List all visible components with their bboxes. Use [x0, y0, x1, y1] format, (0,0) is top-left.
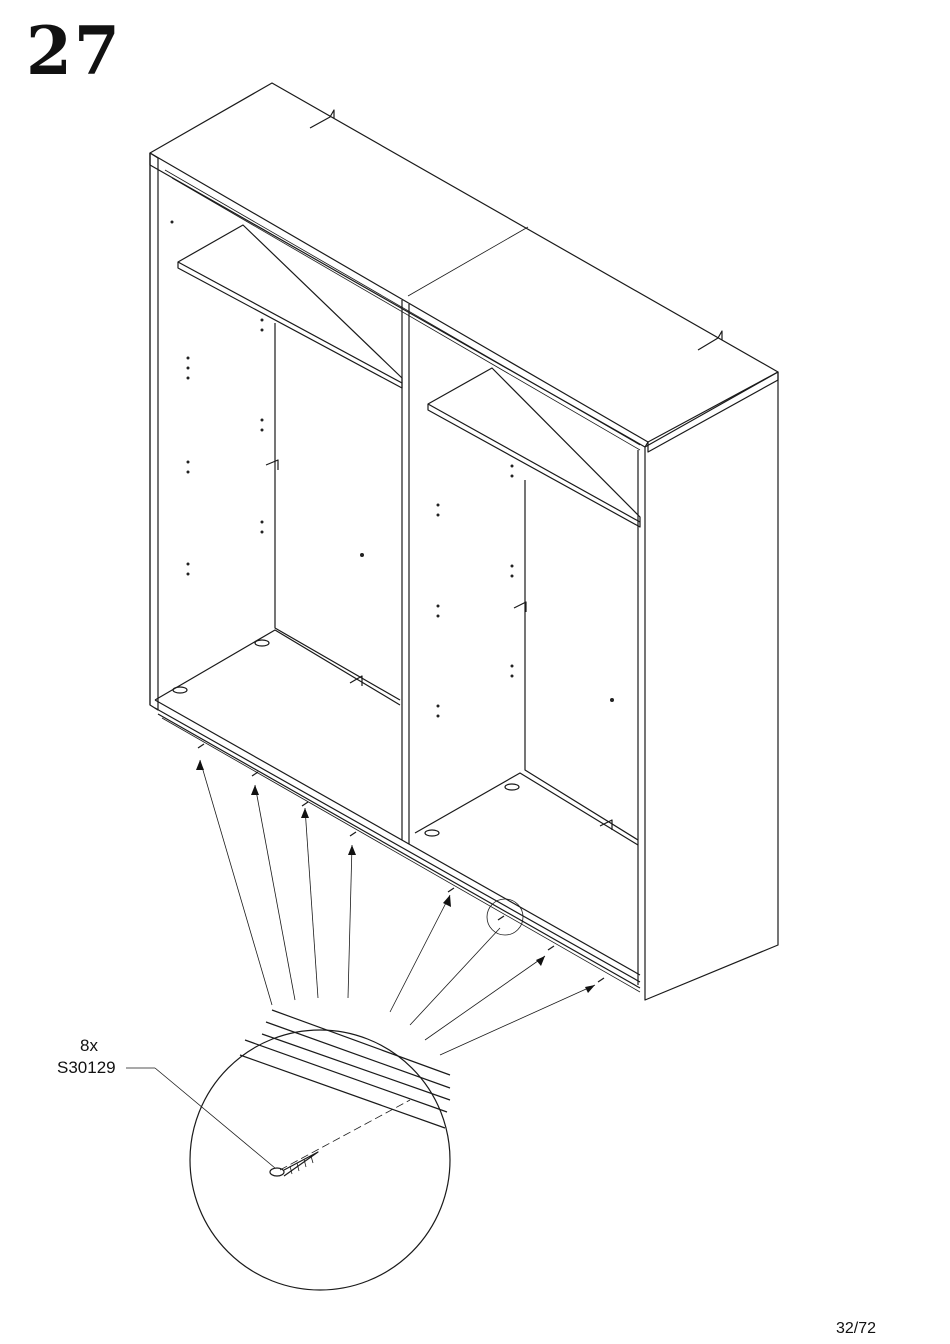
brackets: [173, 110, 722, 836]
center-divider: [402, 300, 409, 844]
bottom-panel: [155, 630, 640, 992]
hardware-part-code: S30129: [57, 1058, 116, 1078]
detail-zoom-circle: [190, 1030, 450, 1290]
panel-holes: [171, 221, 615, 718]
left-side-panel: [150, 153, 158, 710]
detail-source-circle: [487, 899, 523, 935]
page-number: 32/72: [836, 1320, 876, 1338]
back-panels: [275, 323, 638, 840]
screw-icon: [270, 1152, 318, 1176]
shelf-right: [428, 368, 640, 527]
top-panel: [150, 83, 778, 452]
screw-marks: [198, 744, 604, 982]
shelf-left: [178, 225, 402, 388]
hardware-quantity: 8x: [80, 1036, 98, 1056]
screw-position-arrows: [196, 760, 595, 1055]
right-side-panel: [638, 372, 778, 1000]
zoomed-rail-detail: [240, 1010, 450, 1170]
